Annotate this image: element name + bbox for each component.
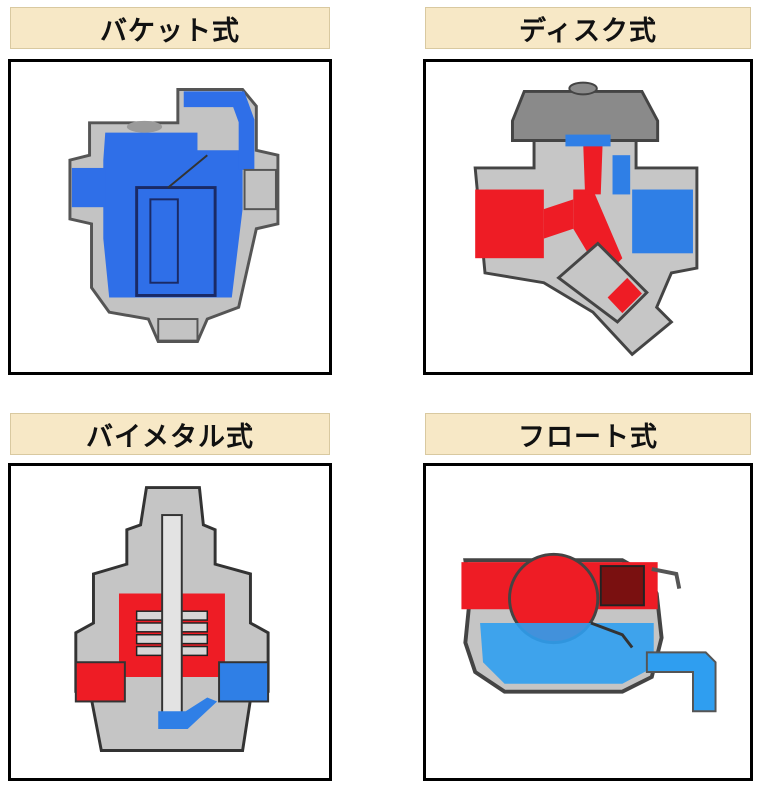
- panel-title-bucket: バケット式: [10, 7, 330, 49]
- panel-title-disc: ディスク式: [425, 7, 751, 49]
- bimetal-trap-diagram: [74, 486, 270, 752]
- panel-bimetal-trap: [8, 463, 332, 781]
- panel-bucket-trap: [8, 59, 332, 375]
- bucket-trap-diagram: [68, 87, 280, 344]
- panel-float-trap: [423, 463, 753, 781]
- disc-trap-diagram: [473, 81, 699, 357]
- float-trap-diagram: [461, 552, 717, 713]
- panel-title-bimetal: バイメタル式: [10, 413, 330, 455]
- panel-disc-trap: [423, 59, 753, 375]
- panel-title-float: フロート式: [425, 413, 751, 455]
